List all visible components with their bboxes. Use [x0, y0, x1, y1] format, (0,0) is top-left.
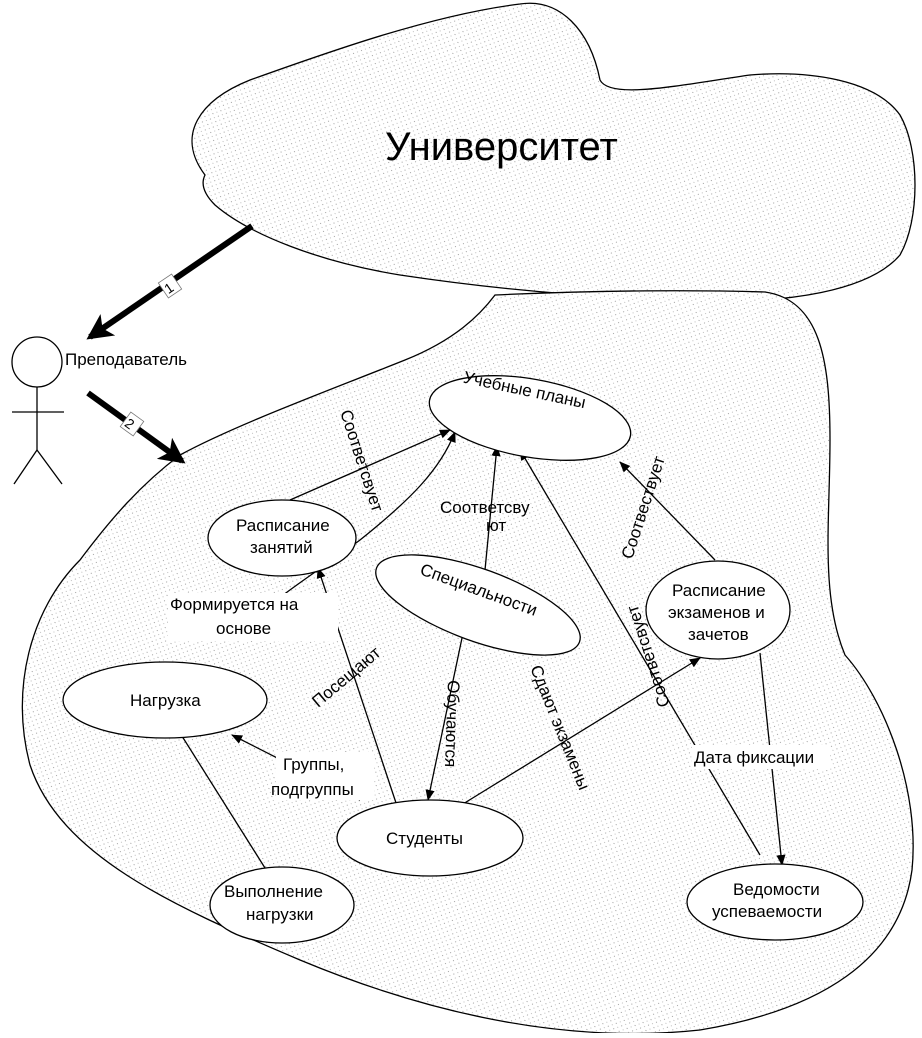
label-corresponds-mid-1: Соответсву: [440, 498, 530, 517]
svg-text:Выполнение: Выполнение: [224, 882, 323, 901]
label-groups-2: подгруппы: [271, 780, 354, 799]
svg-text:Ведомости: Ведомости: [733, 880, 820, 899]
edge-exams: [449, 657, 701, 813]
svg-text:нагрузки: нагрузки: [246, 905, 314, 924]
edge-schedule-plans: [289, 429, 451, 501]
edge-study: [425, 627, 469, 801]
svg-text:занятий: занятий: [250, 538, 313, 557]
label-corresponds-mid-2: ют: [486, 516, 506, 535]
svg-text:Студенты: Студенты: [386, 829, 463, 848]
node-load-execution: Выполнение нагрузки: [209, 866, 355, 944]
label-groups-1: Группы,: [283, 755, 344, 774]
edge-exams-plans: [619, 461, 716, 561]
node-progress: Ведомости успеваемости: [686, 863, 864, 941]
label-formed-on-1: Формируется на: [170, 595, 299, 614]
edge-specialties-plans: [484, 445, 501, 571]
svg-text:Нагрузка: Нагрузка: [130, 691, 201, 710]
svg-text:успеваемости: успеваемости: [712, 902, 822, 921]
flow-arrow-1: 1: [86, 223, 254, 340]
teacher-label: Преподаватель: [65, 350, 187, 369]
label-fix-date: Дата фиксации: [694, 748, 814, 767]
edge-load-execution: [174, 724, 266, 869]
university-title: Университет: [385, 125, 618, 169]
node-load: Нагрузка: [62, 661, 268, 739]
node-plans: Учебные планы: [428, 368, 632, 461]
edge-progress-plans: [519, 449, 761, 856]
node-students: Студенты: [336, 799, 524, 877]
flow-arrow-2: 2: [86, 390, 186, 464]
university-cloud: Университет: [191, 2, 916, 302]
node-schedule-exams: Расписание экзаменов и зачетов: [645, 560, 791, 660]
label-study: Обучаются: [441, 680, 463, 768]
svg-text:экзаменов и: экзаменов и: [668, 603, 765, 622]
node-schedule-classes: Расписание занятий: [207, 499, 357, 577]
svg-text:Расписание: Расписание: [672, 581, 766, 600]
label-formed-on-2: основе: [216, 619, 271, 638]
teacher-actor-icon: [11, 336, 64, 485]
svg-text:Расписание: Расписание: [236, 516, 330, 535]
svg-text:зачетов: зачетов: [688, 625, 749, 644]
